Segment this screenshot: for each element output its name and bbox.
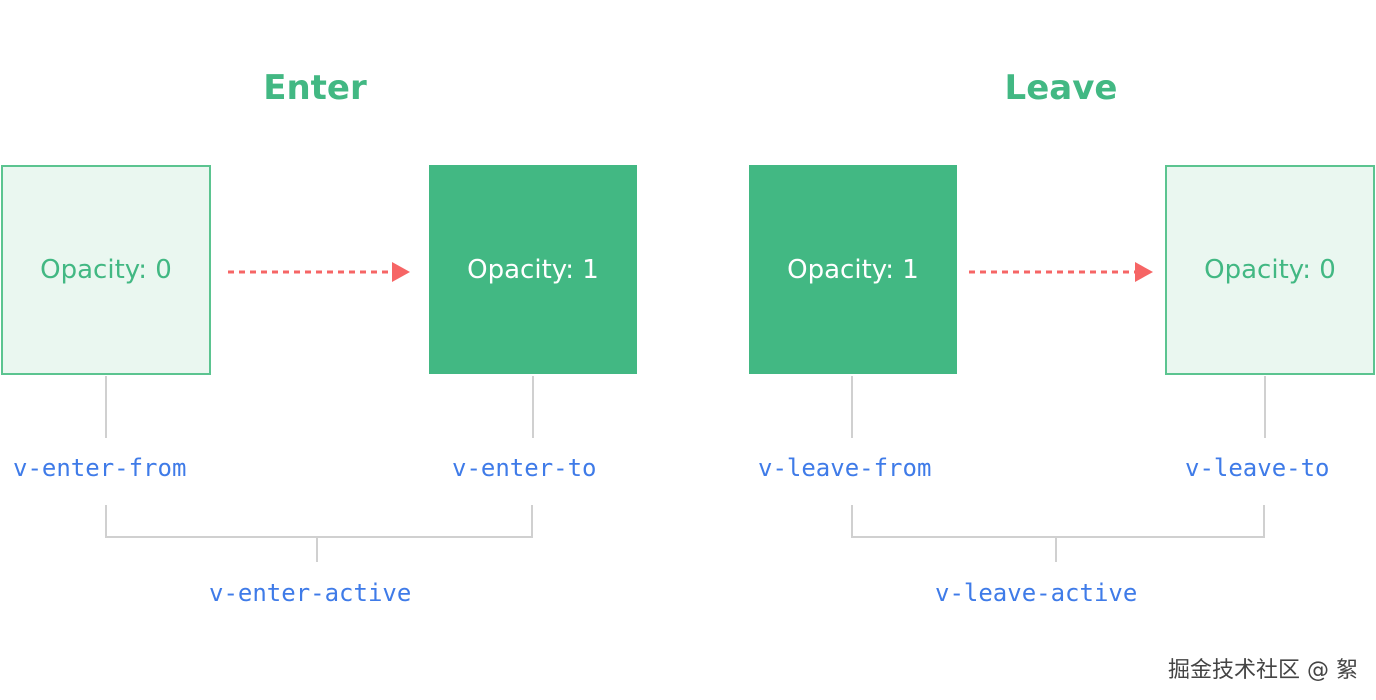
watermark: 掘金技术社区 @ 絮: [1168, 658, 1358, 683]
leave-to-box: Opacity: 0: [1165, 165, 1375, 375]
enter-to-class: v-enter-to: [452, 454, 597, 482]
leave-active-class: v-leave-active: [935, 579, 1138, 607]
leave-connector-lines: [851, 376, 1266, 562]
enter-active-class: v-enter-active: [209, 579, 412, 607]
leave-arrow: [969, 262, 1153, 282]
enter-from-box-label: Opacity: 0: [40, 255, 172, 285]
enter-title: Enter: [263, 68, 367, 108]
leave-from-box-label: Opacity: 1: [787, 254, 919, 285]
enter-arrow: [228, 262, 410, 282]
leave-from-class: v-leave-from: [758, 454, 932, 482]
enter-to-box: Opacity: 1: [429, 165, 637, 374]
leave-to-box-label: Opacity: 0: [1204, 255, 1336, 285]
enter-connector-lines: [105, 376, 534, 562]
leave-title: Leave: [1004, 68, 1118, 108]
enter-from-box: Opacity: 0: [1, 165, 211, 375]
leave-from-box: Opacity: 1: [749, 165, 957, 374]
enter-from-class: v-enter-from: [13, 454, 187, 482]
leave-to-class: v-leave-to: [1185, 454, 1330, 482]
enter-to-box-label: Opacity: 1: [467, 254, 599, 285]
